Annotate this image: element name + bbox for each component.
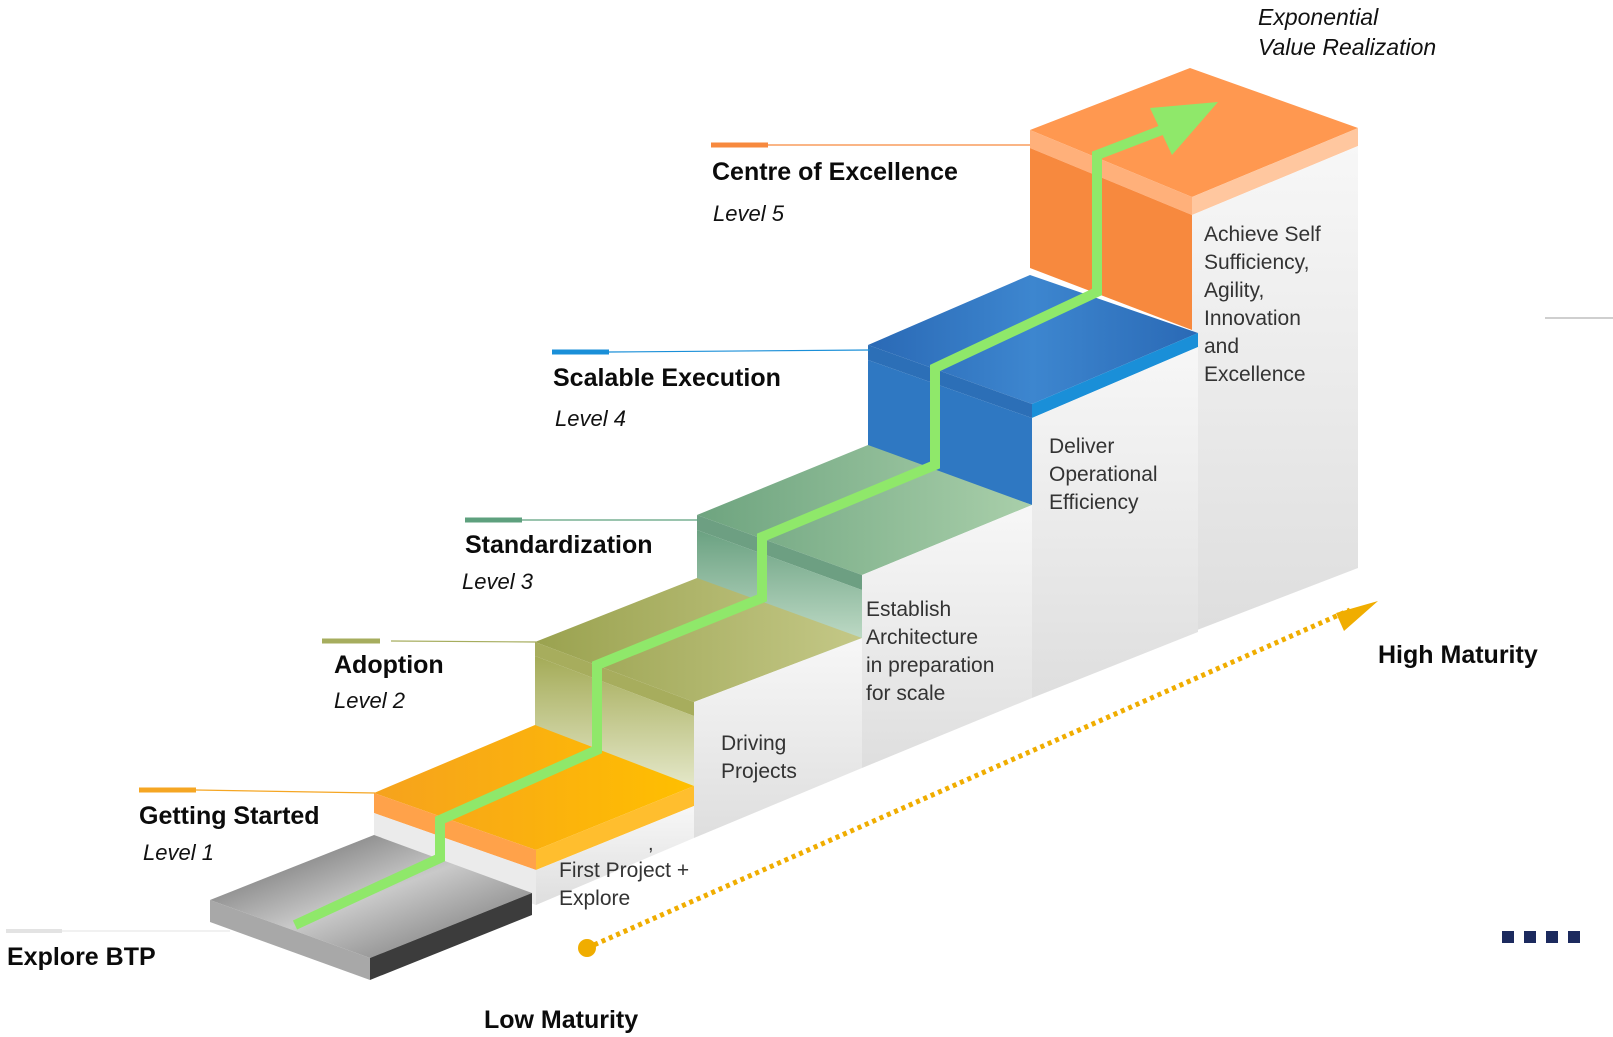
level-name-5: Centre of Excellence xyxy=(712,158,958,186)
level-3-desc-line: Establish xyxy=(866,598,952,621)
level-description-3: Establish Architecture in preparation fo… xyxy=(866,596,994,708)
top-label-line2: Value Realization xyxy=(1258,34,1437,60)
level-4-desc-line: Efficiency xyxy=(1049,491,1139,514)
stray-comma: , xyxy=(648,833,654,855)
level-4-block xyxy=(868,275,1198,698)
level-description-4: Deliver Operational Efficiency xyxy=(1049,433,1158,517)
low-maturity-label: Low Maturity xyxy=(484,1006,639,1034)
level-5-desc-line: Sufficiency, xyxy=(1204,251,1310,274)
level-name-2: Adoption xyxy=(334,651,444,679)
level-description-1: First Project + Explore xyxy=(559,857,689,913)
level-1-rim xyxy=(374,793,536,870)
top-label: Exponential Value Realization xyxy=(1258,2,1436,62)
level-3-wall xyxy=(862,505,1032,768)
level-name-4: Scalable Execution xyxy=(553,364,781,392)
maturity-axis-start-dot xyxy=(578,939,596,957)
level-1-desc-line: Explore xyxy=(559,887,631,910)
explore-side xyxy=(370,893,532,980)
dot xyxy=(1568,931,1580,943)
level-5-top xyxy=(1030,68,1358,197)
level-sublabel-5: Level 5 xyxy=(713,201,784,226)
level-name-explore: Explore BTP xyxy=(7,943,156,971)
leader-level-4-thin xyxy=(608,349,871,353)
level-2-top xyxy=(535,578,862,702)
decorative-dots xyxy=(1502,931,1580,943)
level-4-desc-line: Deliver xyxy=(1049,435,1115,458)
leader-level-2-thin xyxy=(390,640,537,643)
level-3-desc-line: in preparation xyxy=(866,654,995,677)
level-4-rim-right xyxy=(1032,333,1198,418)
level-2-front xyxy=(535,656,694,790)
level-4-top xyxy=(868,275,1198,404)
level-description-2: Driving Projects xyxy=(721,730,797,786)
dot xyxy=(1546,931,1558,943)
level-2-block xyxy=(535,578,862,838)
level-sublabel-2: Level 2 xyxy=(334,688,405,713)
dot xyxy=(1524,931,1536,943)
maturity-axis xyxy=(585,607,1352,951)
level-5-desc-line: Excellence xyxy=(1204,363,1306,386)
level-5-desc-line: Achieve Self xyxy=(1204,223,1321,246)
level-description-5: Achieve Self Sufficiency, Agility, Innov… xyxy=(1204,221,1321,389)
level-2-wall xyxy=(694,638,862,838)
leader-level-1-thin xyxy=(195,789,376,794)
explore-top xyxy=(210,835,532,958)
level-4-desc-line: Operational xyxy=(1049,463,1158,486)
level-5-rim-right xyxy=(1192,128,1358,215)
level-name-1: Getting Started xyxy=(139,802,320,830)
level-1-rim-right xyxy=(536,786,694,870)
level-name-3: Standardization xyxy=(465,531,653,559)
level-3-desc-line: for scale xyxy=(866,682,946,705)
level-5-desc-line: Agility, xyxy=(1204,279,1265,302)
level-3-top xyxy=(697,445,1032,575)
leader-lines xyxy=(6,142,1613,933)
level-3-desc-line: Architecture xyxy=(866,626,979,649)
progress-path xyxy=(292,120,1177,930)
level-5-front xyxy=(1030,148,1192,330)
top-label-line1: Exponential xyxy=(1258,4,1379,30)
level-5-rim xyxy=(1030,130,1192,215)
maturity-axis-arrow-head xyxy=(1336,601,1378,631)
level-4-wall xyxy=(1032,347,1198,698)
level-4-front xyxy=(868,360,1032,505)
level-2-desc-line: Projects xyxy=(721,760,797,783)
level-1-wall xyxy=(536,806,694,905)
level-2-rim xyxy=(535,642,694,716)
progress-arrow-head xyxy=(1150,102,1218,155)
level-5-desc-line: Innovation xyxy=(1204,307,1301,330)
dot xyxy=(1502,931,1514,943)
level-sublabel-1: Level 1 xyxy=(143,840,214,865)
high-maturity-label: High Maturity xyxy=(1378,641,1538,669)
explore-front xyxy=(210,900,370,980)
level-sublabel-3: Level 3 xyxy=(462,569,533,594)
explore-block xyxy=(210,835,532,980)
level-sublabel-4: Level 4 xyxy=(555,406,626,431)
level-5-wall xyxy=(1192,146,1358,632)
level-5-block xyxy=(1030,68,1358,632)
level-1-desc-line: First Project + xyxy=(559,859,690,882)
level-3-rim xyxy=(697,515,862,590)
level-4-rim xyxy=(868,345,1032,418)
level-2-desc-line: Driving xyxy=(721,732,787,755)
level-5-desc-line: and xyxy=(1204,335,1240,358)
level-3-block xyxy=(697,445,1032,768)
